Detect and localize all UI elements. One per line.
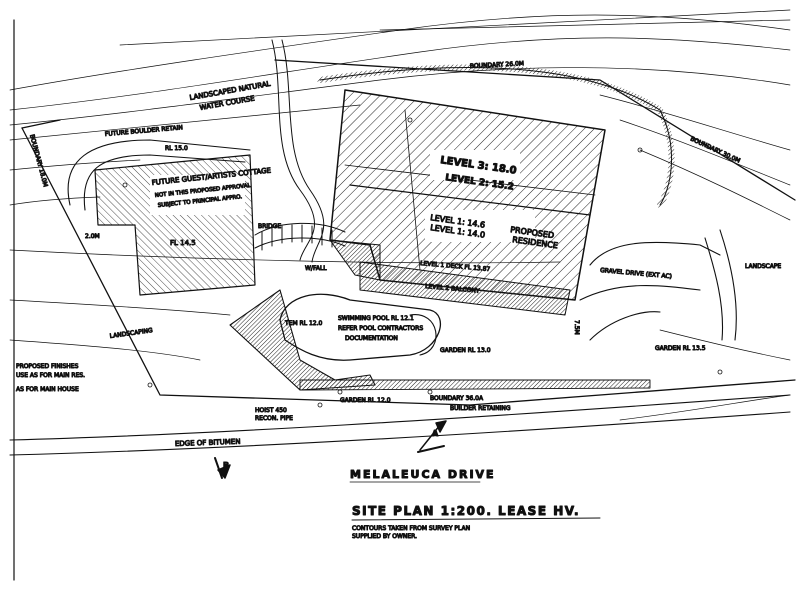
- future-path: [67, 139, 251, 211]
- road-edge: [9, 394, 791, 456]
- edge-of-bitumen-label: EDGE OF BITUMEN: [175, 438, 241, 448]
- boulder-wall: [317, 64, 675, 208]
- label-garden-1: GARDEN RL 13.0: [440, 347, 491, 354]
- site-boundary: [21, 59, 796, 406]
- title-block: MELALEUCA DRIVE SITE PLAN 1:200. LEASE H…: [350, 468, 601, 541]
- future-cottage: [94, 154, 256, 296]
- label-spot-2: 2.0M: [85, 233, 100, 240]
- label-garden-3: GARDEN RL 13.5: [655, 345, 706, 352]
- label-rl-cottage: RL 15.0: [165, 145, 188, 152]
- swimming-pool: [279, 293, 441, 361]
- label-garden-2: GARDEN RL 12.0: [340, 397, 391, 404]
- label-builder-retaining: BUILDER RETAINING: [450, 405, 511, 412]
- section-marker-b: B: [223, 461, 229, 470]
- label-pool-1: SWIMMING POOL RL 12.1: [338, 315, 414, 322]
- proposed-residence: [329, 89, 606, 301]
- label-bridge: BRIDGE: [258, 223, 281, 230]
- section-marker-a: A: [432, 429, 439, 438]
- label-dim-7-5: 7.5M: [573, 320, 580, 335]
- label-gravel-drive: GRAVEL DRIVE (EXT AC): [600, 267, 672, 280]
- deck-band: [359, 261, 571, 316]
- label-tem-rl: TEM RL 12.0: [284, 320, 323, 327]
- label-w-fall: W/FALL: [305, 265, 327, 272]
- proposed-note-2: USE AS FOR MAIN RES.: [16, 372, 85, 379]
- label-boundary-right: BOUNDARY 30.0M: [689, 135, 741, 164]
- contours-note-2: SUPPLIED BY OWNER.: [352, 533, 417, 540]
- drawing-title: SITE PLAN 1:200. LEASE HV.: [352, 504, 580, 518]
- label-boundary-top: BOUNDARY 26.0M: [470, 60, 524, 70]
- section-arrow-a: [417, 420, 447, 453]
- gravel-drive: [579, 229, 737, 341]
- contours-note-1: CONTOURS TAKEN FROM SURVEY PLAN: [352, 525, 470, 532]
- label-landscaping-right: LANDSCAPE: [745, 263, 781, 270]
- section-arrow-b: [214, 457, 231, 479]
- street-name: MELALEUCA DRIVE: [350, 468, 496, 481]
- label-fl-cottage: FL 14.5: [170, 239, 196, 247]
- label-hoist: HOIST 450: [255, 407, 287, 414]
- spot-levels: [122, 117, 723, 408]
- label-pool-3: DOCUMENTATION: [345, 335, 398, 342]
- label-boundary-left: BOUNDARY 18.0M: [28, 134, 49, 188]
- label-landscaping-left: LANDSCAPING: [109, 327, 153, 340]
- label-boundary-bottom: BOUNDARY 36.0A: [430, 395, 484, 402]
- water-course: [271, 39, 325, 263]
- proposed-note-1: PROPOSED FINISHES: [16, 363, 79, 370]
- label-hoist-2: RECON. PIPE: [255, 415, 293, 422]
- proposed-note-3: AS FOR MAIN HOUSE: [16, 386, 79, 393]
- bridge: [254, 222, 346, 251]
- label-pool-2: REFER POOL CONTRACTORS: [338, 325, 423, 332]
- builder-retaining: [299, 379, 651, 391]
